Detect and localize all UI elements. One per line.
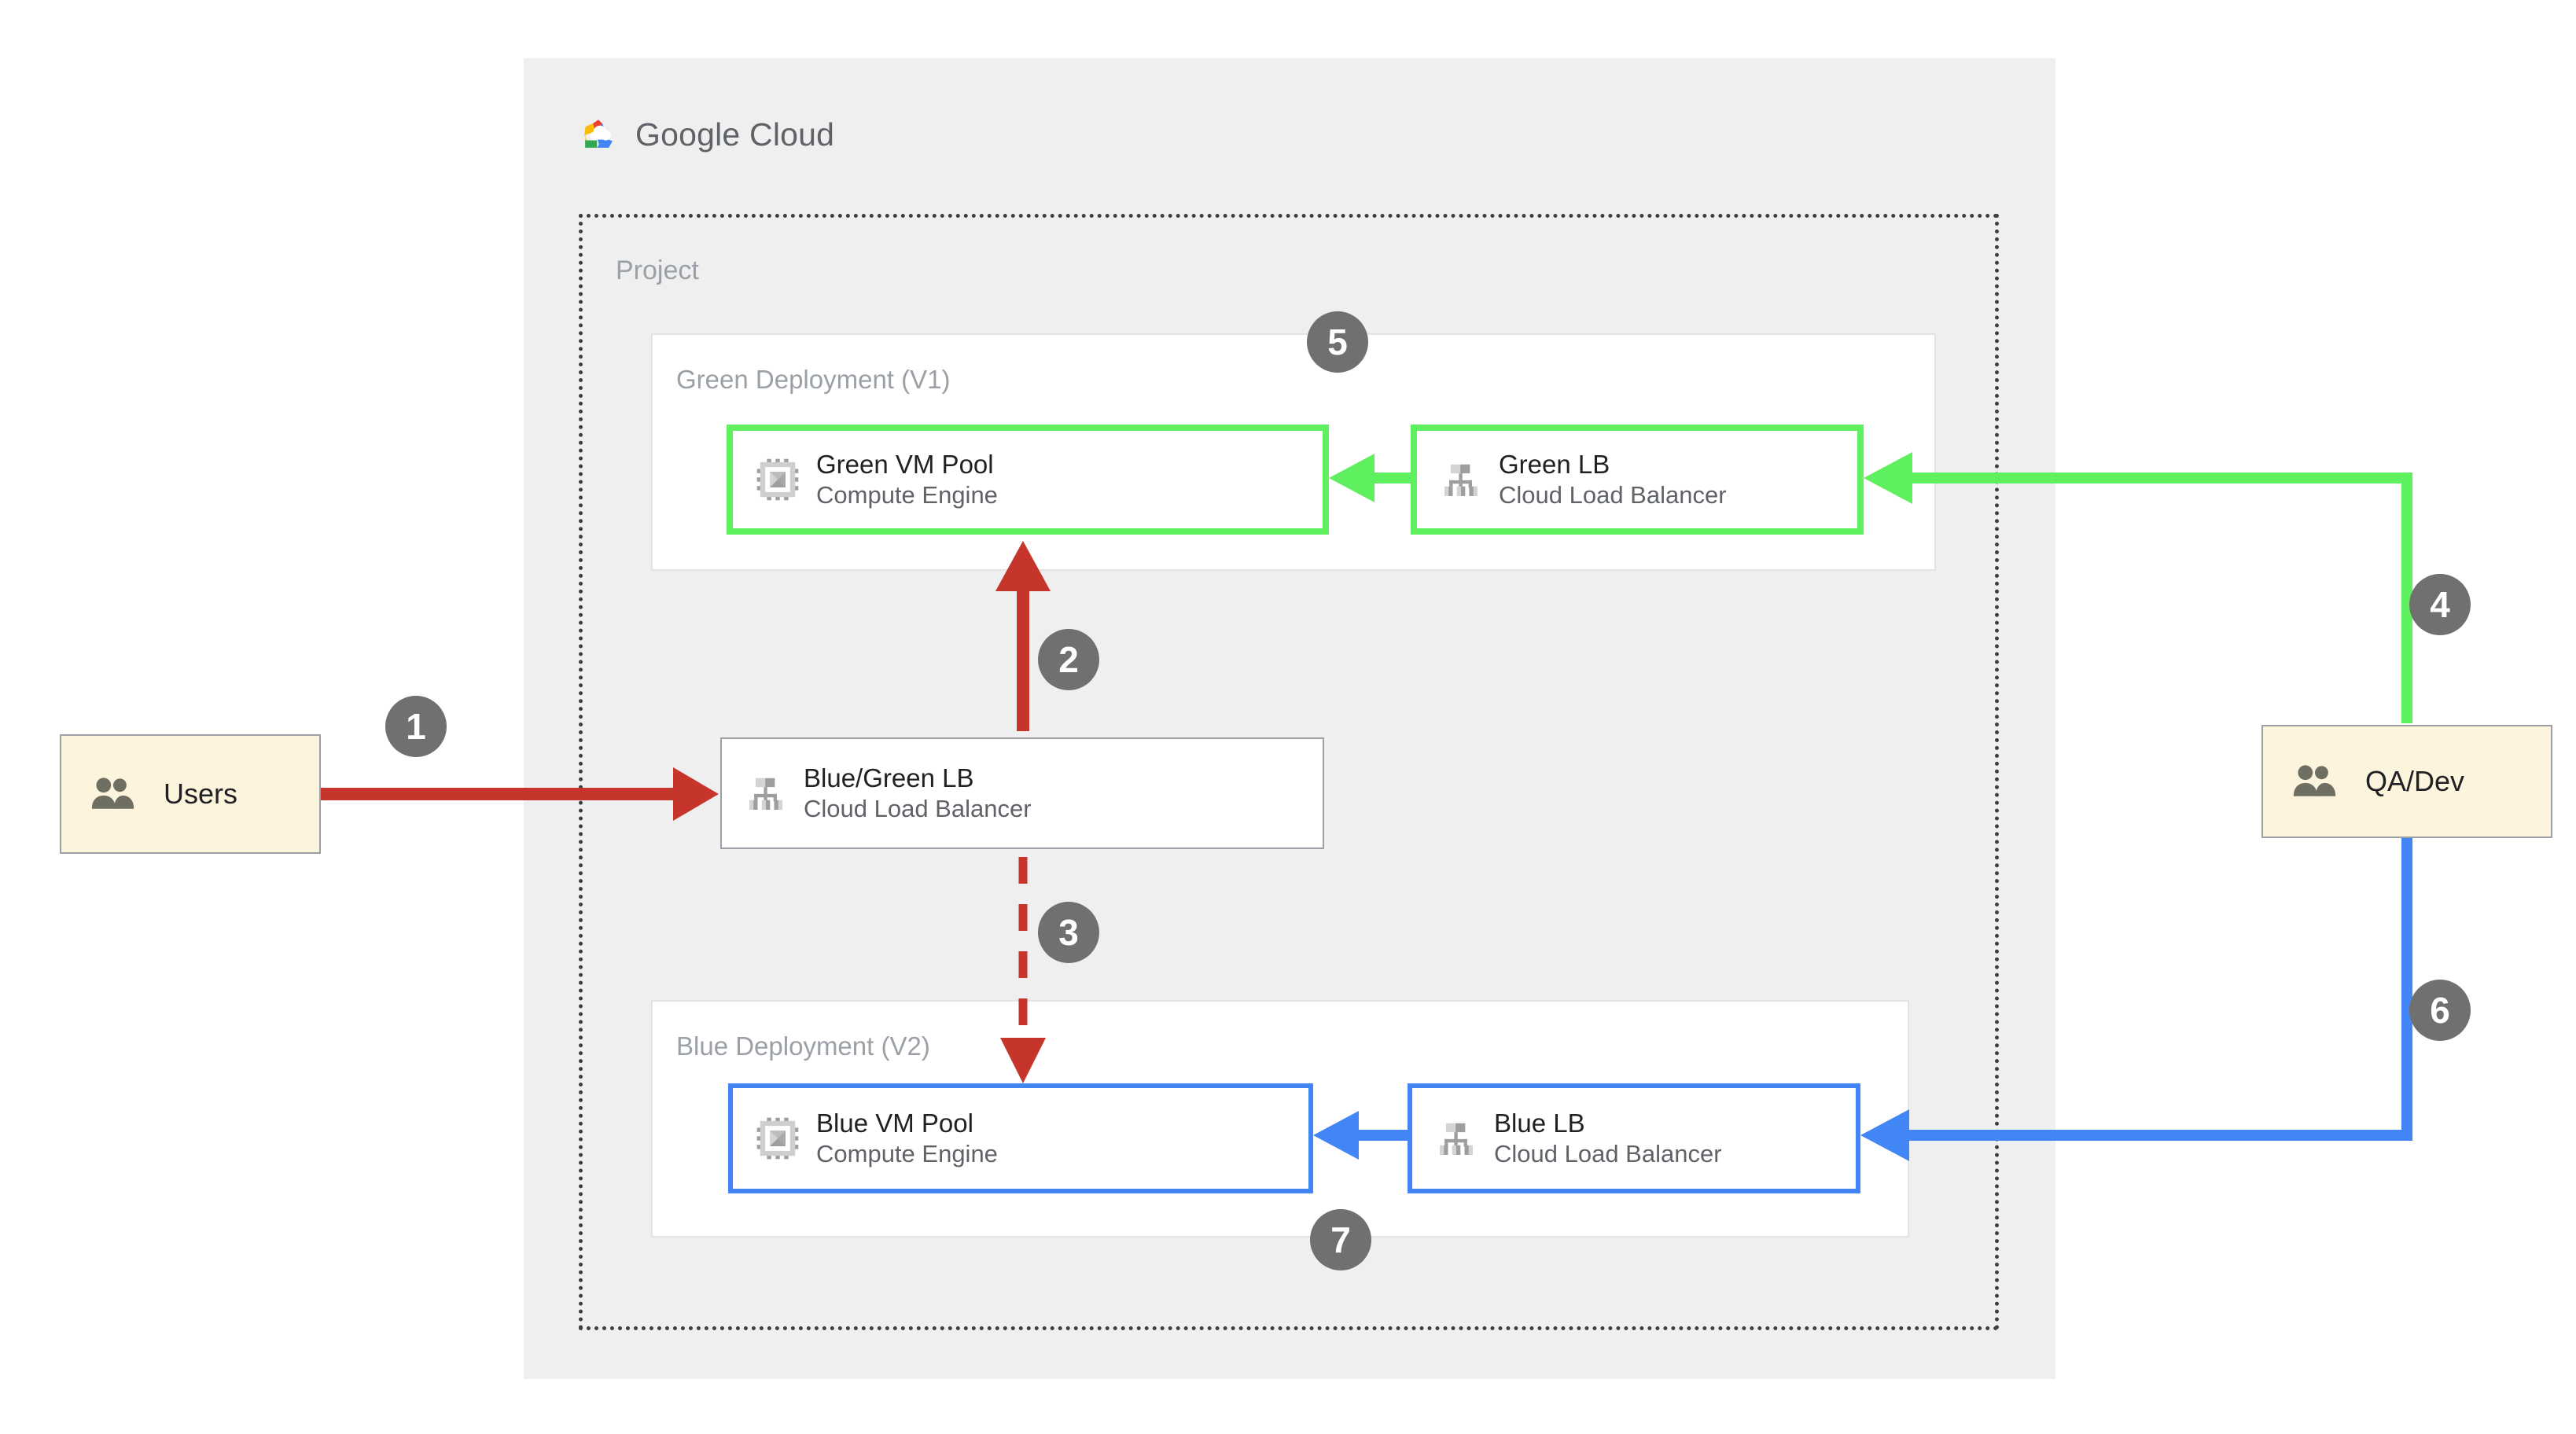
card-green-lb[interactable]: Green LB Cloud Load Balancer [1411,425,1864,535]
card-blue-green-lb-text: Blue/Green LB Cloud Load Balancer [804,763,1032,824]
card-blue-lb-title: Blue LB [1494,1108,1585,1138]
step-badge-6: 6 [2409,980,2471,1041]
project-boundary: Project [579,214,1999,1330]
card-blue-vm-pool-text: Blue VM Pool Compute Engine [816,1108,998,1169]
actor-qa-dev-label: QA/Dev [2365,765,2465,797]
card-green-vm-pool-text: Green VM Pool Compute Engine [816,449,998,510]
card-blue-lb[interactable]: Blue LB Cloud Load Balancer [1408,1083,1860,1193]
step-badge-2: 2 [1038,629,1099,690]
step-badge-3: 3 [1038,902,1099,963]
compute-engine-chip-icon [756,458,799,501]
card-green-lb-subtitle: Cloud Load Balancer [1499,481,1727,509]
card-blue-vm-pool[interactable]: Blue VM Pool Compute Engine [728,1083,1313,1193]
connector-router-to-green-vm [995,541,1051,731]
card-blue-green-lb-subtitle: Cloud Load Balancer [804,795,1032,823]
connector-qa-dev-to-green-lb [1864,452,2412,723]
connector-qa-dev-to-blue-lb [1860,838,2412,1161]
green-deployment-title: Green Deployment (V1) [676,365,951,394]
card-green-vm-pool-subtitle: Compute Engine [816,481,998,509]
step-badge-4: 4 [2409,574,2471,635]
compute-engine-chip-icon [756,1117,799,1160]
card-green-vm-pool-title: Green VM Pool [816,449,994,479]
connector-blue-lb-to-blue-vm [1313,1111,1408,1160]
card-blue-lb-subtitle: Cloud Load Balancer [1494,1140,1722,1168]
connector-router-to-blue-vm [1000,857,1046,1083]
card-blue-vm-pool-subtitle: Compute Engine [816,1140,998,1168]
project-label: Project [616,256,699,285]
cloud-load-balancer-icon [1444,464,1478,496]
actor-qa-dev[interactable]: QA/Dev [2261,725,2552,838]
card-blue-green-lb[interactable]: Blue/Green LB Cloud Load Balancer [720,737,1324,849]
step-badge-7: 7 [1310,1209,1371,1270]
card-green-lb-title: Green LB [1499,449,1610,479]
step-badge-5: 5 [1307,311,1368,373]
cloud-load-balancer-icon [1440,1123,1473,1155]
google-cloud-brand: Google Cloud [576,111,834,158]
cloud-load-balancer-icon [749,778,782,810]
card-blue-lb-text: Blue LB Cloud Load Balancer [1494,1108,1722,1169]
brand-name-google: Google [635,116,741,153]
card-blue-green-lb-title: Blue/Green LB [804,763,974,792]
google-cloud-logo-icon [584,120,613,148]
blue-deployment-title: Blue Deployment (V2) [676,1031,930,1061]
actor-users-label: Users [164,778,238,810]
actor-users[interactable]: Users [60,734,321,854]
card-green-vm-pool[interactable]: Green VM Pool Compute Engine [727,425,1329,535]
connector-green-lb-to-green-vm [1329,454,1411,502]
step-badge-1: 1 [385,696,447,757]
people-icon [91,778,134,809]
google-cloud-wordmark: Google Cloud [635,116,834,153]
card-blue-vm-pool-title: Blue VM Pool [816,1108,973,1138]
connector-users-to-router [321,767,719,821]
people-icon [2293,765,2336,796]
brand-name-cloud: Cloud [749,116,835,153]
card-green-lb-text: Green LB Cloud Load Balancer [1499,449,1727,510]
